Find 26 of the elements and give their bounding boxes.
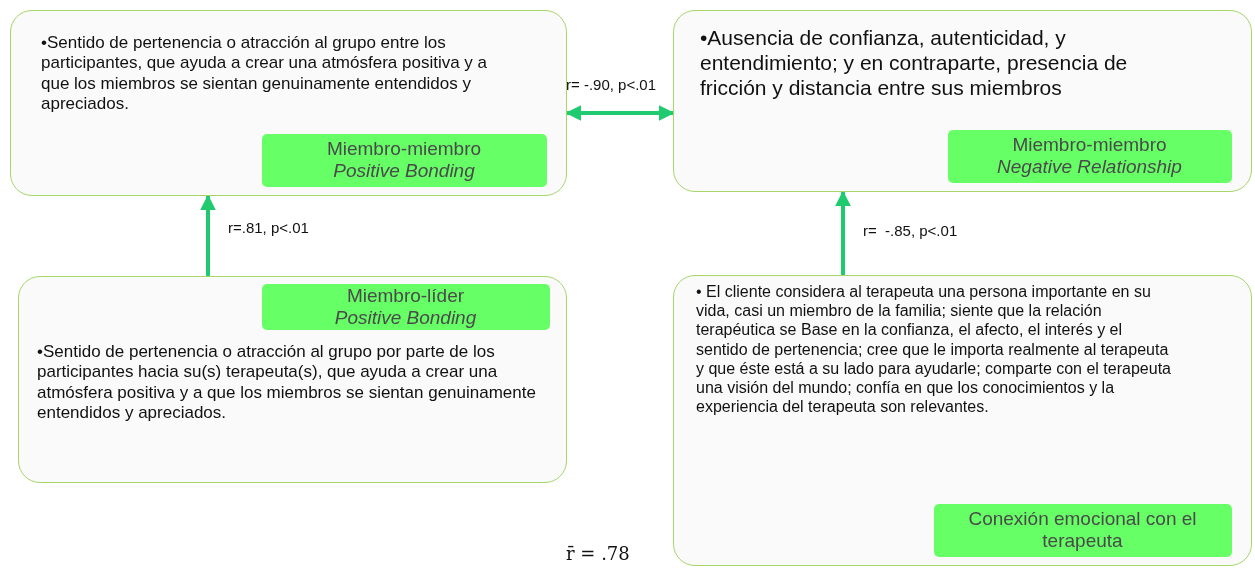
text-box bbox=[18, 276, 567, 483]
description-text: • El cliente considera al terapeuta una persona importante en su vida, casi un miembro de la familia; siente que la relación terapéutica se Base en la confianza, el afecto, el interés y el sentido de pertenencia; cree que le importa realmente al terapeuta y que éste está a su lado para ayudarle; comparte con el terapeuta una visión del mundo; confía en que los conocimientos y la experiencia del terapeuta son relevantes. bbox=[696, 282, 1172, 417]
text-box bbox=[10, 10, 567, 196]
mean-correlation-label: r̄ = .78 bbox=[566, 543, 630, 564]
arrow bbox=[565, 105, 675, 121]
text-box bbox=[673, 275, 1252, 566]
tag-subtitle: Negative Relationship bbox=[996, 156, 1183, 178]
tag-title: Conexión emocional con el terapeuta bbox=[967, 508, 1198, 552]
tag-subtitle: Positive Bonding bbox=[333, 306, 478, 329]
edge-label: r= -.85, p<.01 bbox=[863, 222, 958, 239]
tag-subtitle: Positive Bonding bbox=[332, 160, 476, 182]
arrow bbox=[200, 194, 216, 276]
tag-title: Miembro-miembro bbox=[325, 138, 483, 160]
description-text: •Ausencia de confianza, autenticidad, y entendimiento; y en contraparte, presencia de fricción y distancia entre sus miembros bbox=[700, 25, 1129, 101]
text-box bbox=[673, 10, 1252, 192]
category-tag bbox=[261, 133, 547, 187]
description-text: •Sentido de pertenencia o atracción al grupo por parte de los participantes hacia su(s) terapeuta(s), que ayuda a crear una atmósfera positiva y a que los miembros se sientan genuinamente entendidos y apreciados. bbox=[37, 342, 537, 424]
edge-label: r= -.90, p<.01 bbox=[566, 76, 657, 93]
description-text: •Sentido de pertenencia o atracción al grupo entre los participantes, que ayuda a crear una atmósfera positiva y a que los miembros se sientan genuinamente entendidos y apreciados. bbox=[41, 33, 489, 115]
category-tag bbox=[261, 283, 550, 330]
category-tag bbox=[947, 129, 1232, 183]
tag-title: Miembro-líder bbox=[345, 284, 466, 307]
arrow bbox=[835, 190, 851, 275]
tag-title: Miembro-miembro bbox=[1011, 134, 1168, 156]
edge-label: r=.81, p<.01 bbox=[228, 219, 309, 236]
category-tag bbox=[933, 503, 1232, 557]
